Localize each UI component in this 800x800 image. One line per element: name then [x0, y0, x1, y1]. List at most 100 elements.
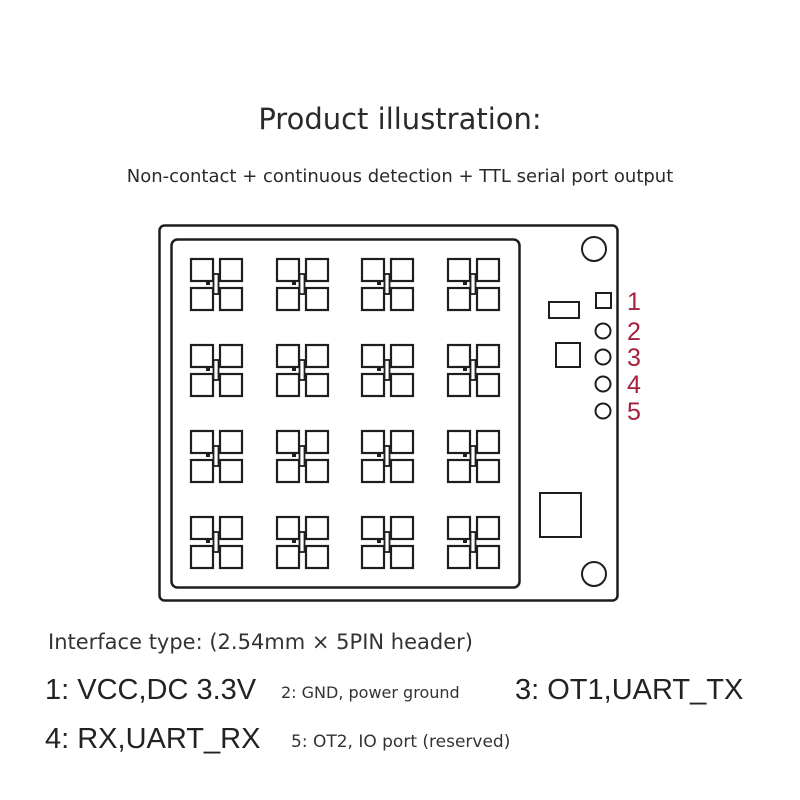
feed-line — [212, 359, 220, 381]
feed-line — [298, 445, 306, 467]
feed-line — [298, 359, 306, 381]
antenna-patch — [189, 458, 215, 484]
antenna-patch-group — [446, 429, 501, 484]
antenna-patch — [189, 429, 215, 455]
antenna-patch — [446, 286, 472, 312]
via — [463, 367, 467, 371]
via — [463, 453, 467, 457]
antenna-patch-group — [360, 429, 415, 484]
pin-1-desc: 1: VCC,DC 3.3V — [45, 674, 257, 706]
via — [377, 453, 381, 457]
antenna-patch — [389, 458, 415, 484]
antenna-patch — [389, 429, 415, 455]
antenna-patch — [446, 458, 472, 484]
pin-2-desc: 2: GND, power ground — [281, 683, 460, 702]
feed-line — [212, 273, 220, 295]
via — [292, 453, 296, 457]
antenna-patch — [446, 429, 472, 455]
antenna-patch — [475, 458, 501, 484]
antenna-patch — [446, 257, 472, 283]
pin-number: 3 — [627, 344, 641, 372]
antenna-patch — [189, 343, 215, 369]
feed-line — [383, 445, 391, 467]
board-outline — [158, 224, 619, 602]
antenna-patch — [360, 257, 386, 283]
antenna-patch — [218, 458, 244, 484]
antenna-patch — [218, 286, 244, 312]
antenna-patch — [389, 544, 415, 570]
mounting-hole-bottom — [581, 561, 607, 587]
antenna-patch — [446, 544, 472, 570]
antenna-patch-group — [189, 515, 244, 570]
via — [206, 281, 210, 285]
pin-number: 2 — [627, 318, 641, 346]
antenna-patch — [218, 515, 244, 541]
antenna-patch-group — [189, 343, 244, 398]
antenna-patch — [475, 343, 501, 369]
antenna-patch-group — [446, 343, 501, 398]
via — [292, 281, 296, 285]
pin-4-desc: 4: RX,UART_RX — [45, 723, 261, 755]
antenna-patch — [275, 458, 301, 484]
antenna-patch — [275, 429, 301, 455]
antenna-patch-group — [360, 257, 415, 312]
antenna-patch-group — [189, 257, 244, 312]
pin-3-desc: 3: OT1,UART_TX — [515, 674, 744, 706]
antenna-patch — [275, 286, 301, 312]
via — [292, 367, 296, 371]
via — [377, 367, 381, 371]
antenna-patch — [360, 343, 386, 369]
chip — [539, 492, 582, 538]
antenna-patch — [189, 257, 215, 283]
feed-line — [298, 273, 306, 295]
antenna-patch — [275, 372, 301, 398]
component-rect — [548, 301, 580, 319]
feed-line — [383, 273, 391, 295]
feed-line — [383, 531, 391, 553]
antenna-patch — [218, 544, 244, 570]
antenna-patch-group — [360, 515, 415, 570]
via — [206, 367, 210, 371]
pin-number: 1 — [627, 288, 641, 316]
antenna-patch — [360, 515, 386, 541]
antenna-patch — [389, 286, 415, 312]
feed-line — [469, 445, 477, 467]
antenna-patch — [304, 372, 330, 398]
antenna-patch — [360, 286, 386, 312]
antenna-patch — [189, 372, 215, 398]
via — [463, 281, 467, 285]
feed-line — [212, 445, 220, 467]
antenna-patch — [189, 515, 215, 541]
via — [206, 453, 210, 457]
mounting-hole-top — [581, 236, 607, 262]
antenna-patch — [389, 372, 415, 398]
antenna-patch — [475, 544, 501, 570]
antenna-patch — [389, 257, 415, 283]
feed-line — [469, 531, 477, 553]
antenna-area — [170, 238, 521, 589]
feed-line — [212, 531, 220, 553]
antenna-patch — [475, 429, 501, 455]
antenna-patch — [218, 257, 244, 283]
antenna-patch — [360, 429, 386, 455]
antenna-patch — [218, 343, 244, 369]
antenna-patch — [475, 286, 501, 312]
antenna-patch — [475, 372, 501, 398]
pin-pad — [594, 375, 612, 393]
antenna-patch-group — [446, 257, 501, 312]
antenna-patch — [218, 429, 244, 455]
antenna-patch — [446, 343, 472, 369]
subtitle: Non-contact + continuous detection + TTL… — [126, 166, 674, 187]
antenna-patch — [304, 458, 330, 484]
antenna-patch — [189, 544, 215, 570]
antenna-patch — [304, 515, 330, 541]
antenna-patch — [475, 515, 501, 541]
antenna-patch-group — [275, 515, 330, 570]
antenna-patch — [218, 372, 244, 398]
component-square — [555, 342, 581, 368]
via — [377, 539, 381, 543]
pin-number: 4 — [627, 371, 641, 399]
antenna-patch — [389, 515, 415, 541]
antenna-patch-group — [446, 515, 501, 570]
